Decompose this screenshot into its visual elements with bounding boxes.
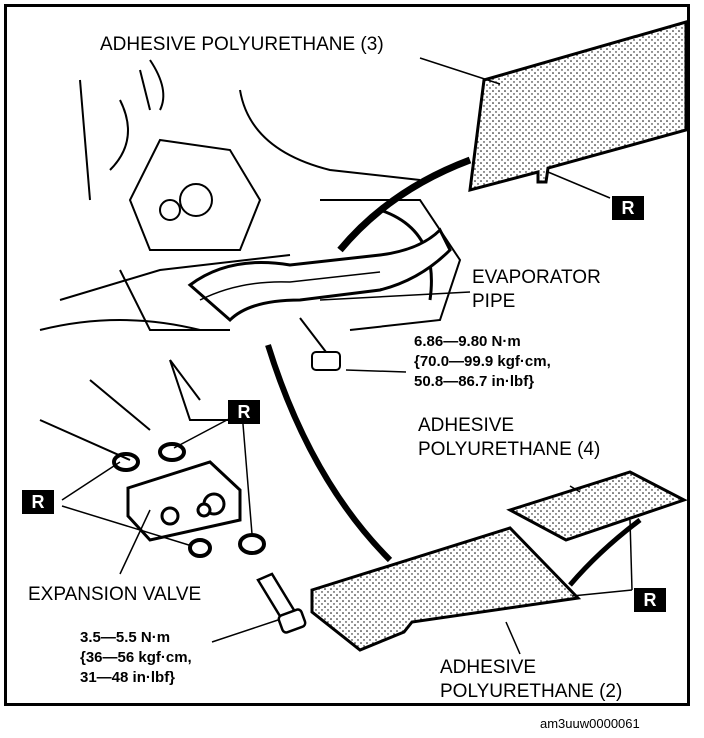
- replace-badge-adhesive-2-4: R: [634, 588, 666, 612]
- torque-valve-nm: 3.5—5.5 N·m: [80, 629, 171, 646]
- replace-badge-adhesive-3: R: [612, 196, 644, 220]
- label-expansion-valve: EXPANSION VALVE: [28, 584, 202, 605]
- leader-lines: [61, 57, 633, 655]
- adhesive-4-line1: ADHESIVE: [418, 415, 515, 436]
- adhesive-pad-3: [468, 20, 688, 193]
- torque-spec-pipe: 6.86—9.80 N·m {70.0—99.9 kgf·cm, 50.8—86…: [414, 332, 551, 392]
- torque-spec-valve: 3.5—5.5 N·m {36—56 kgf·cm, 31—48 in·lbf}: [80, 628, 192, 688]
- diagram-frame: [4, 4, 690, 706]
- o-rings: [112, 442, 266, 558]
- evaporator-pipe-line1: EVAPORATOR: [472, 267, 601, 288]
- adhesive-4-line2: POLYURETHANE (4): [418, 439, 601, 460]
- torque-pipe-inlbf: 50.8—86.7 in·lbf}: [414, 373, 535, 390]
- expansion-valve-shape: [126, 460, 242, 542]
- adhesive-2-line1: ADHESIVE: [440, 657, 537, 678]
- label-adhesive-polyurethane-4: ADHESIVE POLYURETHANE (4): [418, 414, 600, 462]
- label-adhesive-polyurethane-2: ADHESIVE POLYURETHANE (2): [440, 656, 622, 704]
- replace-badge-o-rings-right: R: [228, 400, 260, 424]
- torque-pipe-nm: 6.86—9.80 N·m: [414, 333, 521, 350]
- leader-to-adhesive-3: [337, 156, 472, 253]
- label-adhesive-polyurethane-3: ADHESIVE POLYURETHANE (3): [100, 34, 384, 55]
- torque-pipe-kgfcm: {70.0—99.9 kgf·cm,: [414, 353, 551, 370]
- replace-badge-o-rings-left: R: [22, 490, 54, 514]
- torque-valve-inlbf: 31—48 in·lbf}: [80, 669, 176, 686]
- engine-bay-sketch: [39, 59, 462, 461]
- figure-code: am3uuw0000061: [540, 716, 640, 731]
- pipe-bolt-shape: [299, 317, 341, 371]
- adhesive-2-line2: POLYURETHANE (2): [440, 681, 623, 702]
- valve-bolt-shape: [256, 572, 307, 634]
- torque-valve-kgfcm: {36—56 kgf·cm,: [80, 649, 192, 666]
- leader-to-adhesive-4-hook: [568, 518, 642, 587]
- label-evaporator-pipe: EVAPORATOR PIPE: [472, 266, 601, 314]
- adhesive-pad-2: [310, 526, 582, 652]
- evaporator-pipe-shape: [187, 227, 452, 323]
- leader-to-adhesive-2: [265, 344, 393, 563]
- evaporator-pipe-line2: PIPE: [472, 291, 516, 312]
- adhesive-pad-4: [506, 470, 688, 542]
